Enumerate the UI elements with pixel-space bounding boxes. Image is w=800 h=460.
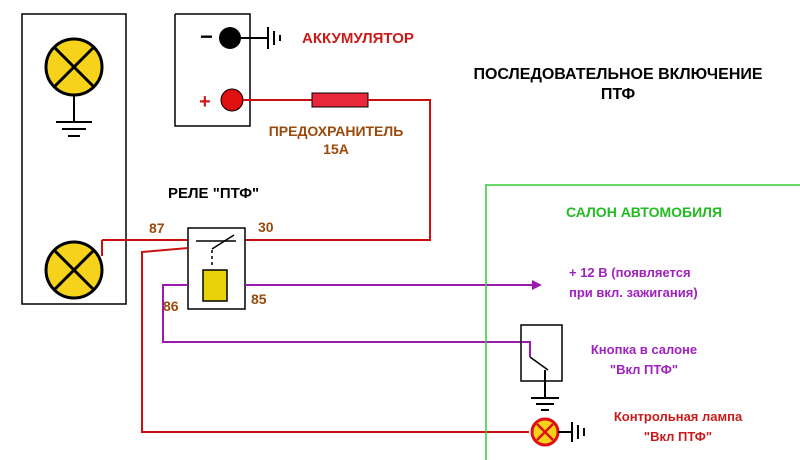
ground-top-lamp-icon: [56, 95, 92, 137]
fuse-icon: [311, 92, 369, 108]
button-ground-icon: [531, 397, 559, 411]
diagram-title-line1: ПОСЛЕДОВАТЕЛЬНОЕ ВКЛЮЧЕНИЕ: [473, 66, 762, 83]
relay-coil: [202, 269, 228, 302]
relay-pin-86: 86: [163, 298, 179, 314]
cabin-label: САЛОН АВТОМОБИЛЯ: [566, 204, 722, 220]
battery-minus-terminal: [219, 27, 241, 49]
fuse-label-line2: 15А: [323, 141, 349, 157]
control-lamp-icon: [530, 417, 560, 447]
relay-label: РЕЛЕ "ПТФ": [168, 185, 259, 202]
ignition-label-line2: при вкл. зажигания): [569, 285, 698, 300]
button-label-line2: "Вкл ПТФ": [610, 362, 678, 377]
relay-pin-30: 30: [258, 219, 274, 235]
cabin-button-box: [520, 324, 563, 382]
fuse-label-line1: ПРЕДОХРАНИТЕЛЬ: [269, 123, 404, 139]
relay-pin-87: 87: [149, 220, 165, 236]
control-lamp-label-line2: "Вкл ПТФ": [644, 429, 712, 444]
battery-plus-sign: +: [199, 91, 211, 113]
headlights-housing: [21, 13, 127, 305]
control-lamp-ground-icon: [558, 422, 585, 442]
button-label-line1: Кнопка в салоне: [591, 342, 697, 357]
cabin-button-icon: [529, 356, 549, 398]
relay-pin-85: 85: [251, 291, 267, 307]
control-lamp-label-line1: Контрольная лампа: [614, 409, 743, 424]
wire-86-to-button: [162, 284, 531, 357]
wire-fuse-to-relay-30: [245, 99, 431, 241]
fog-lamp-top-icon: [44, 37, 104, 97]
battery-plus-terminal: [220, 88, 244, 112]
wire-relay-to-control-lamp: [141, 247, 529, 433]
cabin-area-border: [485, 184, 800, 460]
battery-label: АККУМУЛЯТОР: [302, 30, 414, 47]
ignition-label-line1: + 12 В (появляется: [569, 265, 691, 280]
battery-minus-sign: −: [200, 24, 213, 49]
fog-lamp-bottom-icon: [44, 240, 104, 300]
battery-box: [174, 13, 251, 127]
diagram-title-line2: ПТФ: [601, 86, 636, 103]
relay-switch-icon: [196, 234, 236, 268]
battery-ground-icon: [241, 27, 281, 49]
